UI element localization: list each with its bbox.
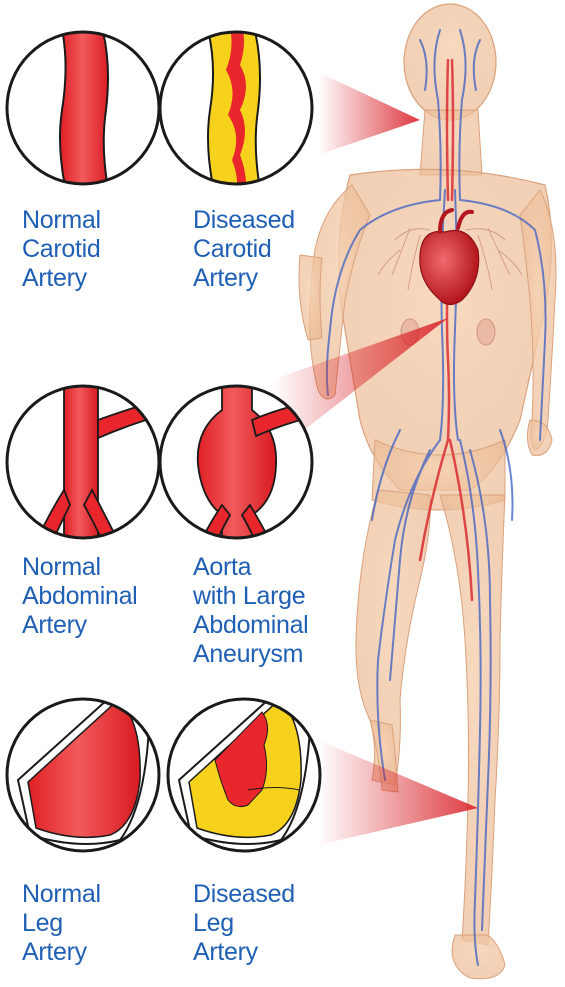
label-diseased-leg-artery: Diseased Leg Artery [193, 880, 295, 967]
pointer-to-neck [318, 72, 420, 155]
label-line: Normal [22, 553, 137, 582]
label-line: Aneurysm [193, 640, 308, 669]
label-line: Artery [22, 264, 101, 293]
label-line: Leg [22, 909, 101, 938]
label-line: Artery [193, 264, 295, 293]
diseased-leg-circle [168, 690, 320, 851]
normal-abdominal-circle [7, 380, 162, 566]
label-line: Abdominal [22, 582, 137, 611]
label-line: Diseased [193, 880, 295, 909]
label-normal-carotid-artery: Normal Carotid Artery [22, 206, 101, 293]
label-line: Normal [22, 206, 101, 235]
label-line: Artery [193, 938, 295, 967]
label-line: Artery [22, 611, 137, 640]
label-line: Aorta [193, 553, 308, 582]
label-aorta-aneurysm: Aorta with Large Abdominal Aneurysm [193, 553, 308, 669]
normal-carotid-circle [7, 20, 159, 200]
label-line: with Large [193, 582, 308, 611]
normal-leg-circle [7, 690, 159, 851]
label-line: Abdominal [193, 611, 308, 640]
label-line: Diseased [193, 206, 295, 235]
label-line: Artery [22, 938, 101, 967]
label-line: Carotid [193, 235, 295, 264]
label-line: Leg [193, 909, 295, 938]
label-line: Normal [22, 880, 101, 909]
label-diseased-carotid-artery: Diseased Carotid Artery [193, 206, 295, 293]
diseased-carotid-circle [160, 20, 312, 200]
label-normal-leg-artery: Normal Leg Artery [22, 880, 101, 967]
label-normal-abdominal-artery: Normal Abdominal Artery [22, 553, 137, 640]
label-line: Carotid [22, 235, 101, 264]
